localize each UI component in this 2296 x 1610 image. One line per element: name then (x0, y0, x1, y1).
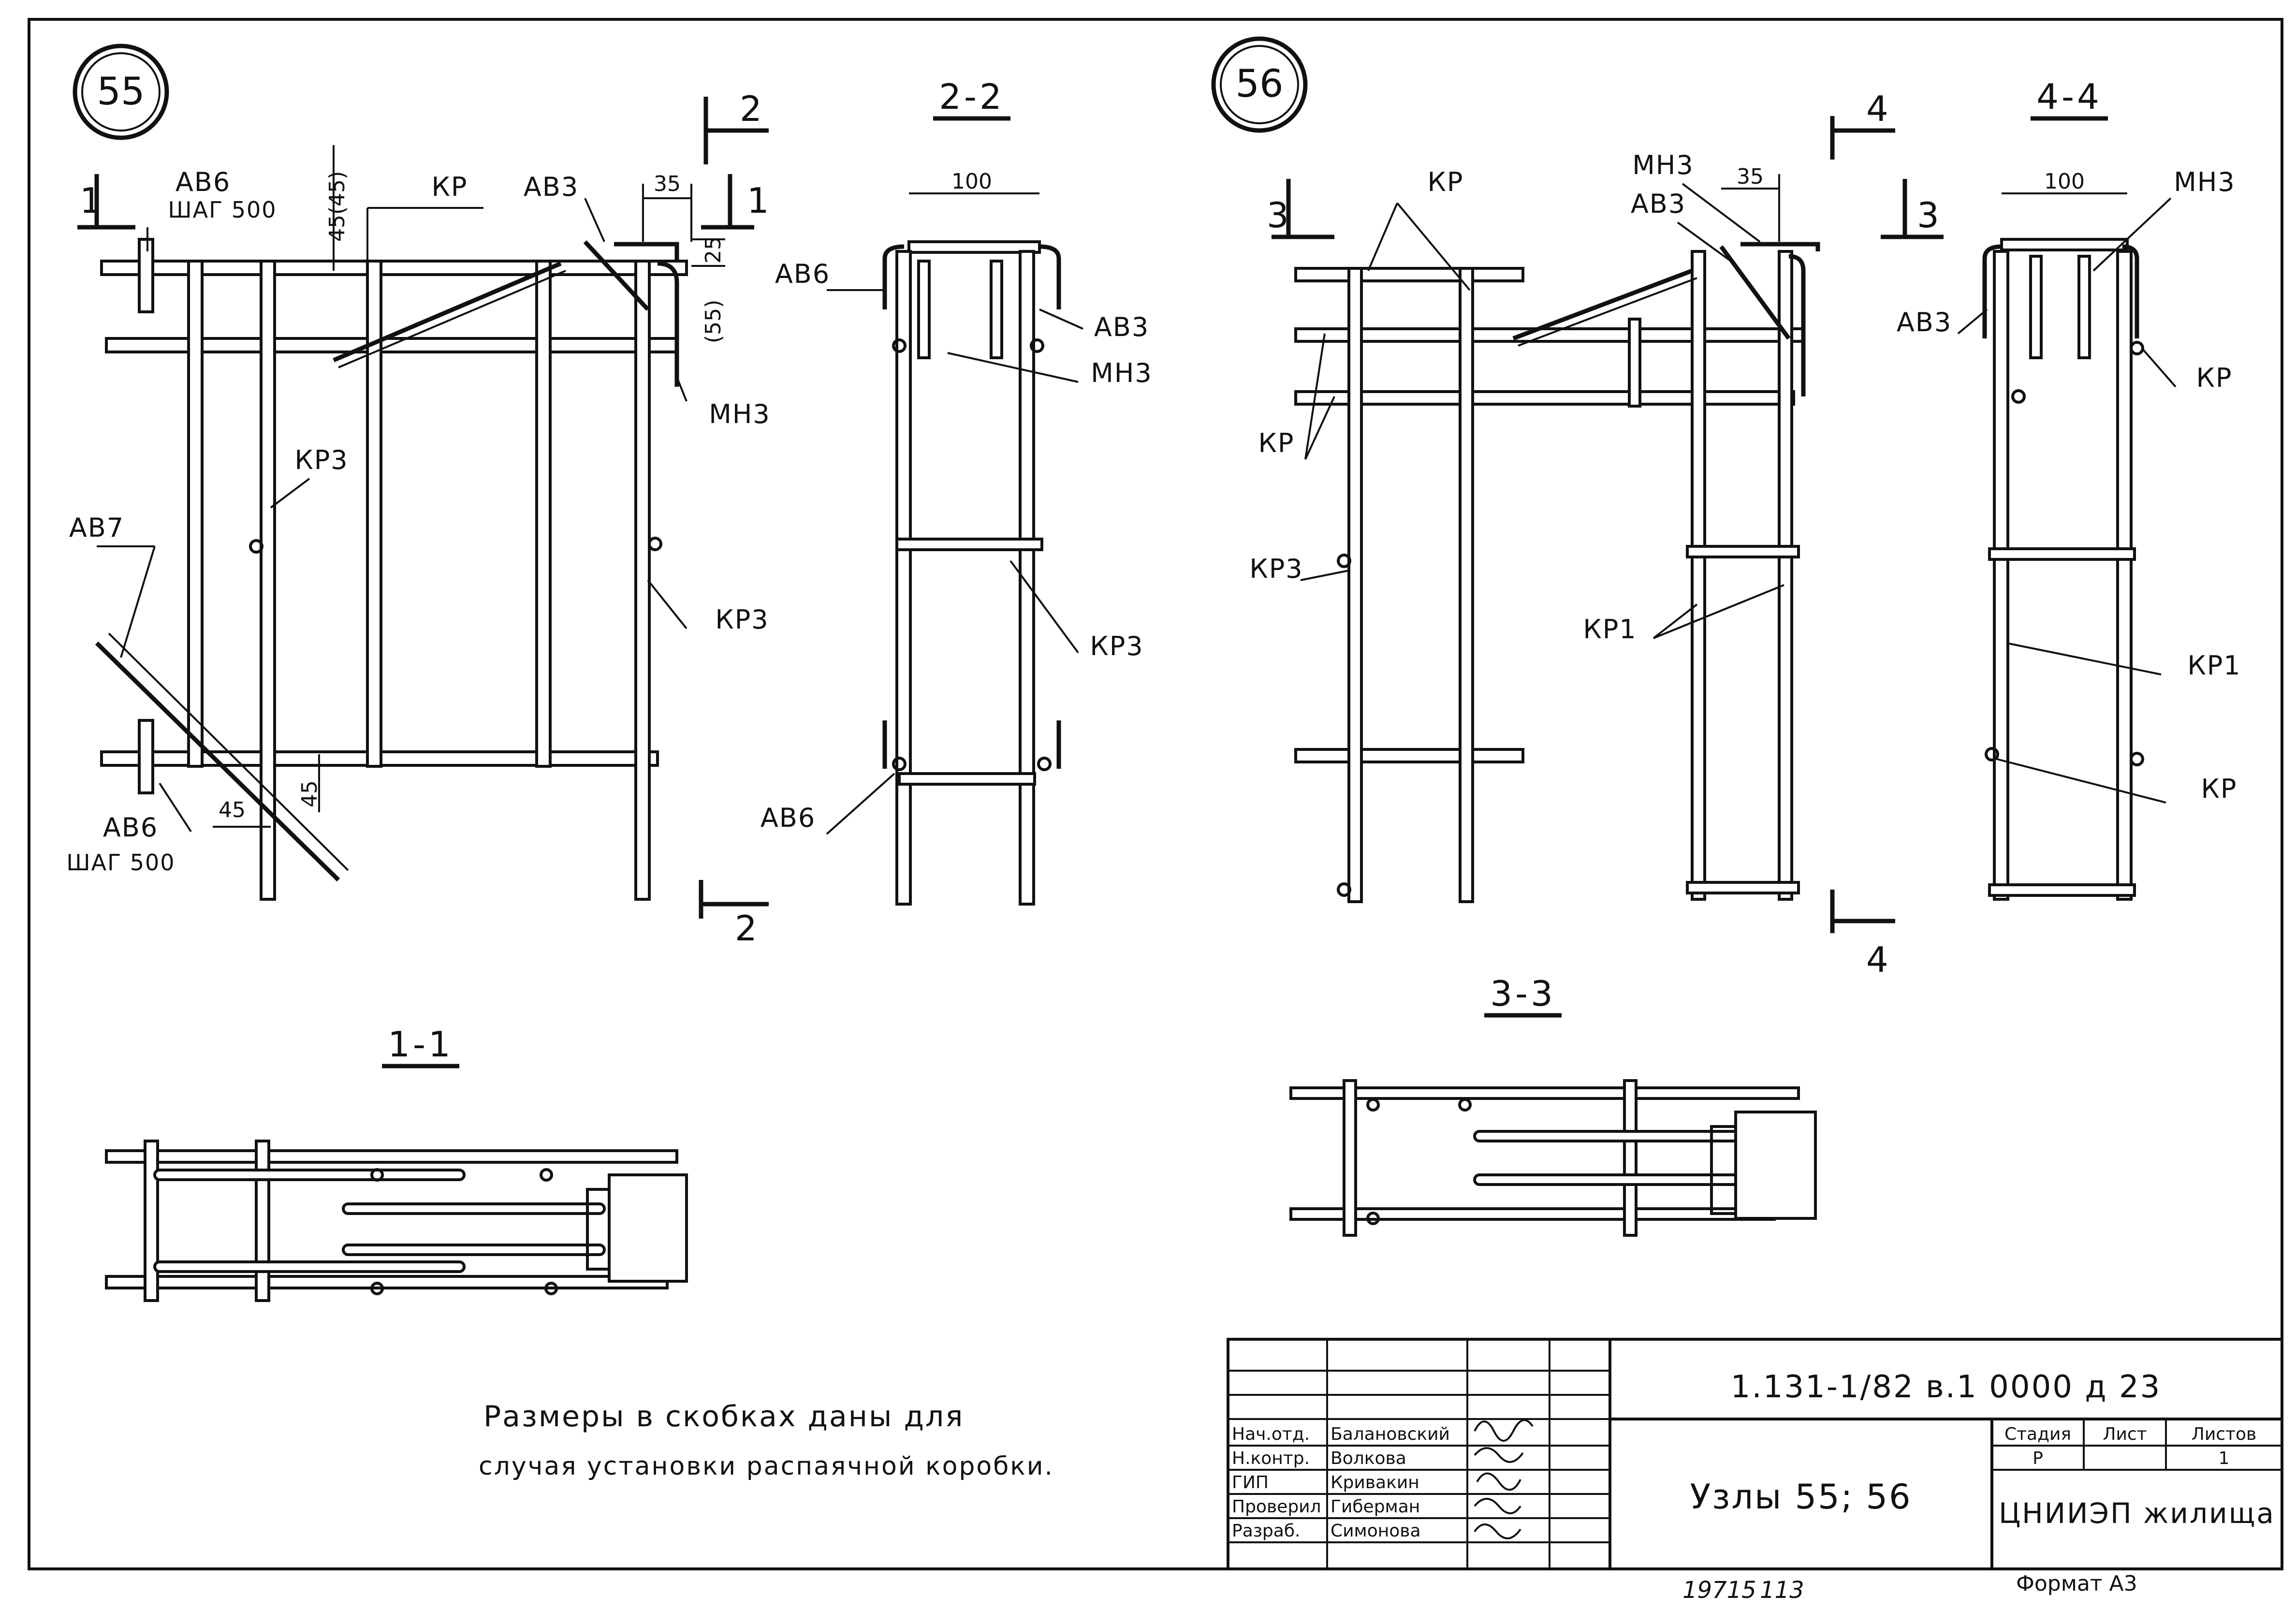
section-2-2: 2-2 100 АВ6 АВ3 МН3 КР3 АВ6 (760, 76, 1153, 906)
label-kr3: КР3 (715, 604, 769, 635)
bar (634, 260, 651, 901)
label-av6-bottom: АВ6 (103, 812, 158, 843)
dim-35: 35 (654, 172, 681, 196)
node-55-number: 55 (97, 70, 145, 114)
bar (260, 260, 276, 901)
dim-35: 35 (1737, 164, 1764, 189)
value-stage: Р (2033, 1449, 2043, 1468)
signature (1474, 1523, 1521, 1539)
dim-100: 100 (951, 169, 992, 194)
role: Разраб. (1232, 1521, 1300, 1541)
node-56-circle (1211, 36, 1308, 133)
label-kr1: КР1 (2187, 650, 2241, 681)
name: Гиберман (1331, 1497, 1420, 1517)
label-kr: КР (432, 172, 468, 202)
bar (187, 260, 204, 768)
label-mn3: МН3 (1091, 358, 1153, 388)
label-av3: АВ3 (1631, 189, 1686, 219)
header-sheet: Лист (2103, 1424, 2147, 1444)
dim-45: 45 (219, 798, 246, 822)
note-line-1: Размеры в скобках даны для (483, 1400, 964, 1434)
drawing-frame (28, 18, 2283, 1570)
label-av3: АВ3 (1897, 307, 1952, 337)
label-av6: АВ6 (760, 803, 816, 833)
label-av7: АВ7 (69, 512, 124, 543)
section-title-3-3: 3-3 (1490, 973, 1556, 1014)
cut-mark-3: 3 (1267, 195, 1292, 235)
section-title-2-2: 2-2 (939, 76, 1005, 117)
label-kr: КР (2201, 774, 2238, 804)
label-kr3: КР3 (1090, 631, 1143, 661)
label-kr: КР (1428, 167, 1464, 197)
label-kr1: КР1 (1583, 614, 1637, 644)
organization: ЦНИИЭП жилища (1999, 1497, 2275, 1530)
role: Нач.отд. (1232, 1424, 1310, 1444)
name: Кривакин (1331, 1473, 1419, 1493)
cut-mark-2: 2 (740, 88, 765, 129)
section-1-1: 1-1 (105, 1024, 688, 1302)
label-av3: АВ3 (1094, 312, 1149, 342)
dim-45-45: 45(45) (325, 171, 350, 242)
section-title-4-4: 4-4 (2036, 76, 2102, 117)
name: Балановский (1331, 1424, 1450, 1444)
node-56-number: 56 (1235, 62, 1283, 106)
plate-av6 (138, 719, 154, 794)
label-av3: АВ3 (524, 172, 579, 202)
label-mn3: МН3 (2174, 167, 2236, 197)
dim-55: (55) (701, 300, 726, 343)
role: Проверил (1232, 1497, 1321, 1517)
value-sheets: 1 (2219, 1449, 2230, 1468)
plate-av6 (138, 238, 154, 313)
label-mn3: МН3 (1632, 150, 1694, 180)
signature (1476, 1472, 1521, 1491)
note-line-2: случая установки распаячной коробки. (479, 1452, 1054, 1481)
dim-45: 45 (297, 780, 322, 807)
cut-mark-3: 3 (1917, 195, 1942, 235)
header-stage: Стадия (2004, 1424, 2071, 1444)
label-kr: КР (2196, 363, 2233, 393)
section-4-4: 4-4 100 МН3 АВ3 КР КР1 КР (1897, 76, 2241, 901)
bar (535, 260, 552, 768)
title-block: 1.131-1/82 в.1 0000 д 23 Узлы 55; 56 ЦНИ… (1227, 1338, 2283, 1570)
label-kr3: КР3 (1249, 554, 1303, 584)
label-av6-top: АВ6 (175, 167, 231, 197)
label-kr3: КР3 (294, 445, 348, 475)
dim-25: 25 (701, 236, 726, 263)
signature (1474, 1419, 1534, 1442)
section-title-1-1: 1-1 (388, 1024, 453, 1065)
label-shag-bottom: ШАГ 500 (66, 849, 175, 876)
drawing-title: Узлы 55; 56 (1690, 1477, 1912, 1517)
cut-mark-1: 1 (80, 180, 105, 221)
inventory-number: 19715 (1682, 1577, 1756, 1604)
signature (1474, 1447, 1524, 1463)
label-av6: АВ6 (775, 259, 830, 289)
signature (1474, 1498, 1521, 1514)
dim-100: 100 (2044, 169, 2085, 194)
format-label: Формат А3 (2016, 1571, 2137, 1596)
cut-mark-1: 1 (747, 180, 772, 221)
bar (366, 260, 382, 768)
name: Волкова (1331, 1449, 1406, 1468)
label-kr: КР (1258, 428, 1295, 458)
node-56-elevation: 56 КР МН3 АВ3 КР КР3 КР1 (1211, 36, 1944, 980)
header-sheets: Листов (2192, 1424, 2256, 1444)
node-55-circle (73, 44, 169, 140)
label-shag-top: ШАГ 500 (168, 197, 277, 223)
role: ГИП (1232, 1473, 1269, 1493)
sheet-number: 113 (1760, 1577, 1804, 1604)
section-3-3: 3-3 (1289, 973, 1817, 1237)
role: Н.контр. (1232, 1449, 1310, 1468)
cut-mark-4: 4 (1866, 88, 1891, 129)
cut-mark-4: 4 (1866, 939, 1891, 980)
cut-mark-2: 2 (735, 908, 760, 949)
node-55-elevation: 55 АВ6 ШАГ 500 (66, 44, 772, 949)
name: Симонова (1331, 1521, 1421, 1541)
document-code: 1.131-1/82 в.1 0000 д 23 (1731, 1369, 2162, 1405)
label-mn3: МН3 (709, 399, 771, 429)
